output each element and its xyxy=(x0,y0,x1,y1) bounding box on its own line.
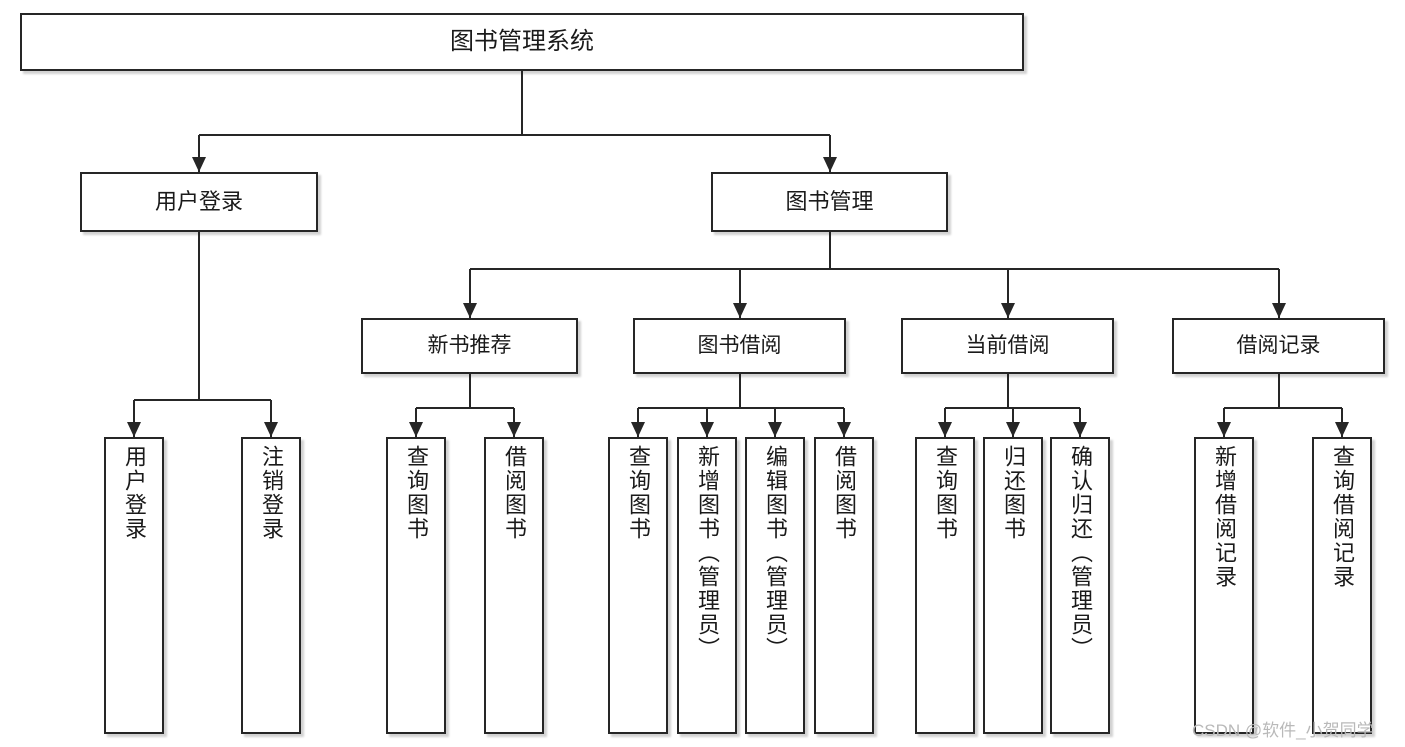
node-user-login[interactable]: 用户登录 xyxy=(80,172,318,232)
arrowhead-icon-l3-0 xyxy=(462,303,477,318)
arrowhead-icon-borrow-record-1 xyxy=(1335,422,1349,437)
arrowhead-icon-user-login-0 xyxy=(127,422,141,437)
connector-user-login-bus xyxy=(134,399,271,401)
connector-user-login-to-leaf-1 xyxy=(270,400,272,437)
arrowhead-icon-l3-2 xyxy=(1000,303,1015,318)
leaf-add-borrow-record-label: 新增借阅记录 xyxy=(1212,445,1237,589)
connector-bm-stem xyxy=(828,232,831,269)
arrowhead-icon-book-borrow-2 xyxy=(768,422,782,437)
connector-root-to-l2-0 xyxy=(198,135,200,172)
leaf-edit-book-admin-label: 编辑图书（管理员） xyxy=(763,445,788,661)
leaf-return-book[interactable]: 归还图书 xyxy=(983,437,1043,734)
connector-current-borrow-stem xyxy=(1006,374,1009,408)
connector-bm-to-l3-2 xyxy=(1006,269,1009,318)
connector-user-login-stem xyxy=(198,232,200,400)
arrowhead-icon-l2-0 xyxy=(192,157,206,172)
connector-book-borrow-stem xyxy=(738,374,741,408)
leaf-query-book-borrow-label: 查询图书 xyxy=(626,445,651,541)
node-borrow-record[interactable]: 借阅记录 xyxy=(1172,318,1385,374)
leaf-borrow-book-recommend[interactable]: 借阅图书 xyxy=(484,437,544,734)
leaf-confirm-return-admin-label: 确认归还（管理员） xyxy=(1068,445,1093,661)
connector-root-to-l2-1 xyxy=(828,135,831,172)
leaf-user-login[interactable]: 用户登录 xyxy=(104,437,164,734)
leaf-borrow-book[interactable]: 借阅图书 xyxy=(814,437,874,734)
connector-bm-bus xyxy=(469,268,1279,270)
leaf-return-book-label: 归还图书 xyxy=(1001,445,1026,541)
node-book-management-label: 图书管理 xyxy=(785,189,874,215)
leaf-query-book-borrow[interactable]: 查询图书 xyxy=(608,437,668,734)
arrowhead-icon-book-borrow-0 xyxy=(631,422,645,437)
arrowhead-icon-current-borrow-2 xyxy=(1073,422,1087,437)
connector-borrow-record-stem xyxy=(1277,374,1280,408)
leaf-confirm-return-admin[interactable]: 确认归还（管理员） xyxy=(1050,437,1110,734)
arrowhead-icon-l2-1 xyxy=(822,157,837,172)
leaf-logout-login[interactable]: 注销登录 xyxy=(241,437,301,734)
arrowhead-icon-l3-3 xyxy=(1271,303,1286,318)
node-book-borrow[interactable]: 图书借阅 xyxy=(633,318,846,374)
connector-borrow-record-bus xyxy=(1224,407,1342,409)
connector-book-borrow-bus xyxy=(638,407,844,409)
leaf-query-borrow-record-label: 查询借阅记录 xyxy=(1330,445,1355,589)
connector-bm-to-l3-1 xyxy=(738,269,741,318)
connector-root-stem xyxy=(521,71,523,135)
leaf-add-borrow-record[interactable]: 新增借阅记录 xyxy=(1194,437,1254,734)
leaf-edit-book-admin[interactable]: 编辑图书（管理员） xyxy=(745,437,805,734)
node-root[interactable]: 图书管理系统 xyxy=(20,13,1024,71)
arrowhead-icon-user-login-1 xyxy=(264,422,278,437)
node-book-borrow-label: 图书借阅 xyxy=(697,333,782,357)
leaf-query-book-current-label: 查询图书 xyxy=(933,445,958,541)
arrowhead-icon-borrow-record-0 xyxy=(1217,422,1231,437)
arrowhead-icon-book-borrow-3 xyxy=(837,422,851,437)
connector-bm-to-l3-3 xyxy=(1277,269,1280,318)
leaf-query-book-recommend-label: 查询图书 xyxy=(404,445,429,541)
leaf-add-book-admin-label: 新增图书（管理员） xyxy=(695,445,720,661)
connector-user-login-to-leaf-0 xyxy=(133,400,135,437)
leaf-query-book-current[interactable]: 查询图书 xyxy=(915,437,975,734)
leaf-logout-login-label: 注销登录 xyxy=(259,445,284,541)
node-user-login-label: 用户登录 xyxy=(154,189,243,215)
node-book-management[interactable]: 图书管理 xyxy=(711,172,948,232)
connector-new-book-recommend-bus xyxy=(416,407,514,409)
arrowhead-icon-current-borrow-1 xyxy=(1006,422,1020,437)
node-current-borrow-label: 当前借阅 xyxy=(965,333,1050,357)
node-new-book-recommend-label: 新书推荐 xyxy=(427,333,512,357)
connector-new-book-recommend-stem xyxy=(468,374,471,408)
node-borrow-record-label: 借阅记录 xyxy=(1236,333,1321,357)
node-new-book-recommend[interactable]: 新书推荐 xyxy=(361,318,578,374)
arrowhead-icon-current-borrow-0 xyxy=(938,422,952,437)
arrowhead-icon-l3-1 xyxy=(732,303,747,318)
leaf-query-book-recommend[interactable]: 查询图书 xyxy=(386,437,446,734)
node-current-borrow[interactable]: 当前借阅 xyxy=(901,318,1114,374)
arrowhead-icon-new-book-recommend-0 xyxy=(409,422,423,437)
leaf-query-borrow-record[interactable]: 查询借阅记录 xyxy=(1312,437,1372,734)
leaf-add-book-admin[interactable]: 新增图书（管理员） xyxy=(677,437,737,734)
arrowhead-icon-book-borrow-1 xyxy=(700,422,714,437)
node-root-label: 图书管理系统 xyxy=(450,28,594,56)
connector-bm-to-l3-0 xyxy=(468,269,471,318)
arrowhead-icon-new-book-recommend-1 xyxy=(507,422,521,437)
leaf-borrow-book-recommend-label: 借阅图书 xyxy=(502,445,527,541)
leaf-user-login-label: 用户登录 xyxy=(122,445,147,541)
leaf-borrow-book-label: 借阅图书 xyxy=(832,445,857,541)
connector-root-bus xyxy=(199,134,830,136)
